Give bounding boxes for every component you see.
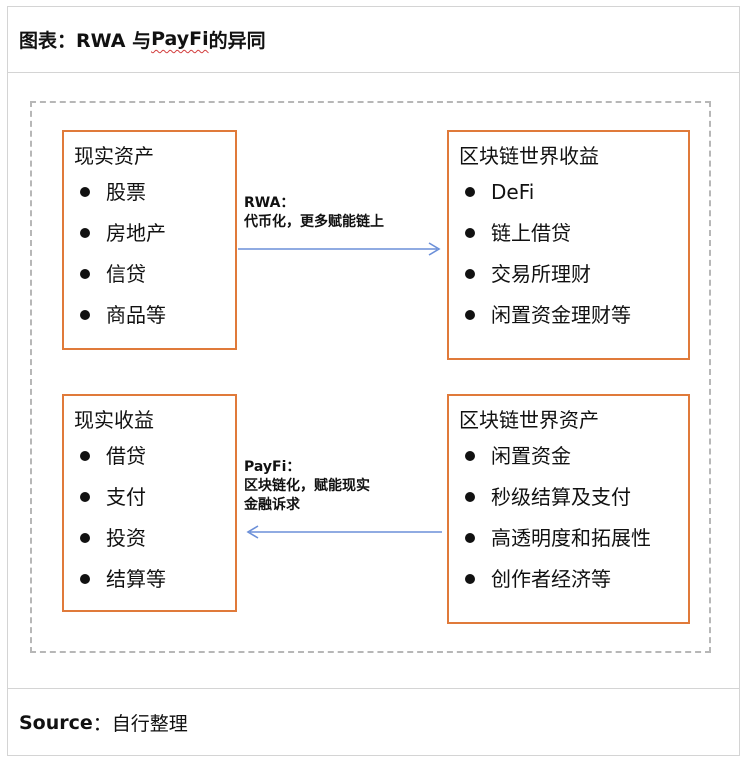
list-item-label: 创作者经济等 [491,567,611,591]
box-heading: 区块链世界资产 [459,408,599,432]
bullet-icon [465,269,475,279]
box-real-yield: 现实收益 借贷 支付 投资 结算等 [62,394,237,612]
payfi-arrow-head-icon [246,525,259,539]
bullet-icon [465,228,475,238]
figure-title: 图表：RWA 与 PayFi 的异同 [7,6,740,73]
payfi-label-line2: 区块链化，赋能现实 [244,478,370,494]
list-item: 信贷 [74,260,235,301]
figure-frame [7,6,740,756]
bullet-icon [80,492,90,502]
list-item-label: 闲置资金 [491,444,571,468]
bullet-icon [465,533,475,543]
box-chain-assets: 区块链世界资产 闲置资金 秒级结算及支付 高透明度和拓展性 创作者经济等 [447,394,690,624]
rwa-arrow-label: RWA： 代币化，更多赋能链上 [244,194,384,232]
title-prefix: 图表： [19,29,77,52]
bullet-icon [465,187,475,197]
list-item-label: DeFi [491,180,535,204]
list-item: 投资 [74,524,235,565]
list-item-label: 信贷 [106,262,146,286]
bullet-icon [80,533,90,543]
title-part1: RWA 与 [76,29,152,52]
bullet-icon [465,492,475,502]
list-item: 房地产 [74,219,235,260]
bullet-icon [80,269,90,279]
list-item: 股票 [74,178,235,219]
list-item-label: 借贷 [106,444,146,468]
list-item: 闲置资金理财等 [459,301,688,342]
rwa-label-line1: RWA： [244,195,295,211]
box-real-assets: 现实资产 股票 房地产 信贷 商品等 [62,130,237,350]
list-item: 商品等 [74,301,235,342]
box-heading: 区块链世界收益 [459,144,599,168]
bullet-icon [465,451,475,461]
box-heading: 现实收益 [74,408,154,432]
bullet-icon [80,187,90,197]
box-list: DeFi 链上借贷 交易所理财 闲置资金理财等 [459,178,688,342]
list-item: 闲置资金 [459,442,688,483]
list-item-label: 房地产 [106,221,166,245]
list-item-label: 支付 [106,485,146,509]
list-item: 结算等 [74,565,235,606]
bullet-icon [80,228,90,238]
bullet-icon [465,310,475,320]
source-key: Source [19,711,93,734]
bullet-icon [80,451,90,461]
list-item-label: 秒级结算及支付 [491,485,631,509]
list-item: 链上借贷 [459,219,688,260]
bullet-icon [80,310,90,320]
source-value: ：自行整理 [92,713,188,735]
list-item-label: 链上借贷 [491,221,571,245]
title-part3: 的异同 [208,29,266,52]
rwa-arrow-head-icon [428,242,441,256]
list-item-label: 交易所理财 [491,262,591,286]
box-list: 闲置资金 秒级结算及支付 高透明度和拓展性 创作者经济等 [459,442,688,606]
list-item-label: 闲置资金理财等 [491,303,631,327]
title-payfi: PayFi [151,28,209,50]
list-item: 交易所理财 [459,260,688,301]
list-item: DeFi [459,178,688,219]
bullet-icon [80,574,90,584]
list-item: 高透明度和拓展性 [459,524,688,565]
diagram-dashed-border [30,101,711,653]
list-item: 借贷 [74,442,235,483]
payfi-arrow-label: PayFi： 区块链化，赋能现实 金融诉求 [244,458,370,515]
box-list: 股票 房地产 信贷 商品等 [74,178,235,342]
payfi-label-line3: 金融诉求 [244,497,300,513]
box-heading: 现实资产 [74,144,154,168]
bullet-icon [465,574,475,584]
payfi-label-line1: PayFi： [244,459,301,475]
list-item: 秒级结算及支付 [459,483,688,524]
list-item-label: 商品等 [106,303,166,327]
list-item-label: 结算等 [106,567,166,591]
box-list: 借贷 支付 投资 结算等 [74,442,235,606]
source-note: Source：自行整理 [7,688,740,756]
list-item: 创作者经济等 [459,565,688,606]
list-item-label: 投资 [106,526,146,550]
rwa-label-line2: 代币化，更多赋能链上 [244,214,384,230]
box-chain-yield: 区块链世界收益 DeFi 链上借贷 交易所理财 闲置资金理财等 [447,130,690,360]
list-item: 支付 [74,483,235,524]
list-item-label: 高透明度和拓展性 [491,526,651,550]
list-item-label: 股票 [106,180,146,204]
